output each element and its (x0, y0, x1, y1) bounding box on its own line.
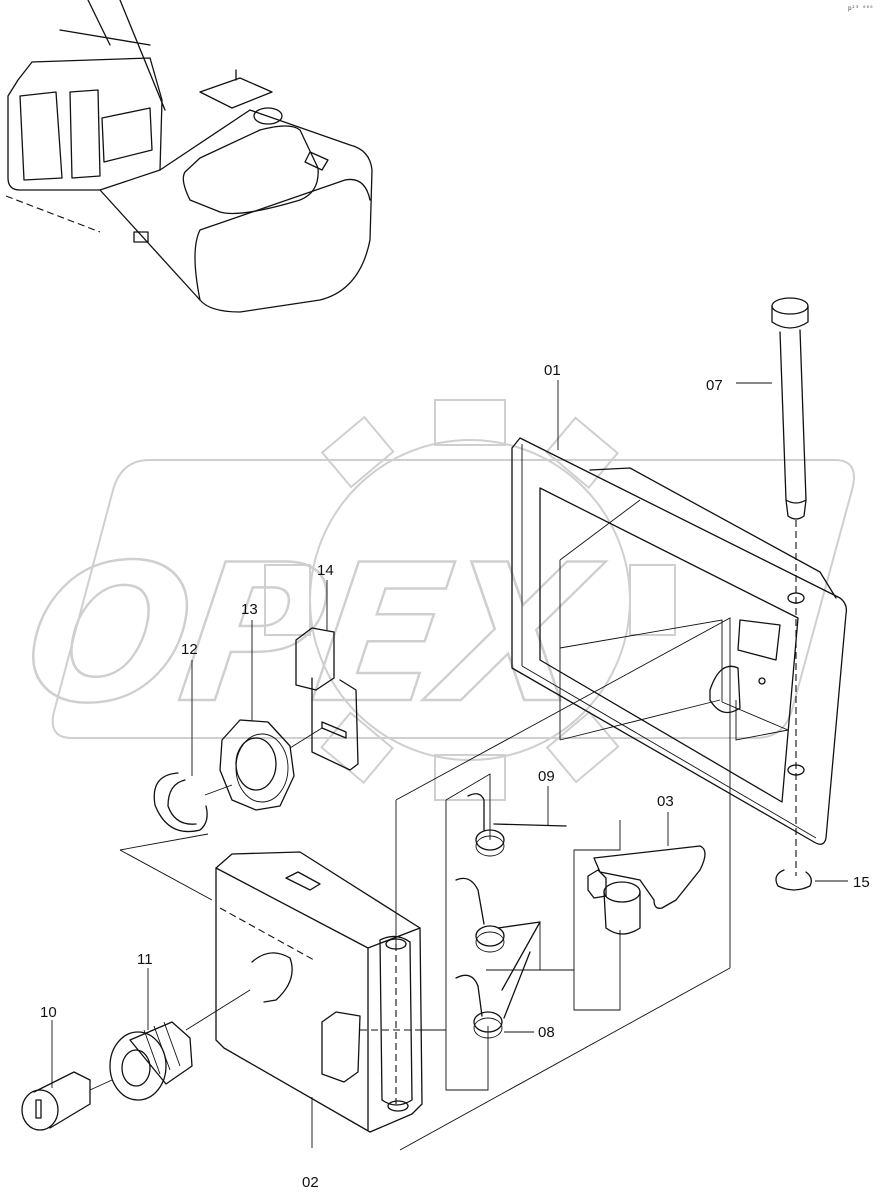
part-15-ering (775, 869, 848, 891)
part-11-barrel (109, 968, 251, 1101)
watermark: OPEX (12, 399, 855, 801)
part-01-frame (511, 437, 848, 876)
part-07-pin (736, 297, 809, 520)
label-03: 03 (657, 793, 674, 810)
part-13-nut (219, 620, 323, 811)
label-13: 13 (241, 601, 258, 618)
label-07: 07 (706, 377, 723, 394)
part-08-springs (455, 877, 541, 1039)
label-11: 11 (137, 951, 153, 968)
label-01: 01 (544, 362, 561, 379)
excavator-thumbnail (5, 0, 373, 313)
label-15: 15 (853, 874, 870, 891)
part-02-body (215, 851, 423, 1148)
label-12: 12 (181, 641, 198, 658)
part-14-plate (295, 580, 359, 771)
corner-code: p²³ ⁰⁰⁰ (848, 5, 873, 12)
assembly-lines (119, 617, 731, 1151)
label-10: 10 (40, 1004, 57, 1021)
label-09: 09 (538, 768, 555, 785)
part-10-cylinder (21, 1020, 113, 1131)
label-02: 02 (302, 1174, 319, 1191)
watermark-frame (51, 459, 855, 739)
part-03-lever (587, 812, 706, 935)
part-12-snapring (153, 660, 233, 833)
label-14: 14 (317, 562, 334, 579)
label-08: 08 (538, 1024, 555, 1041)
part-09-spring (467, 786, 567, 857)
